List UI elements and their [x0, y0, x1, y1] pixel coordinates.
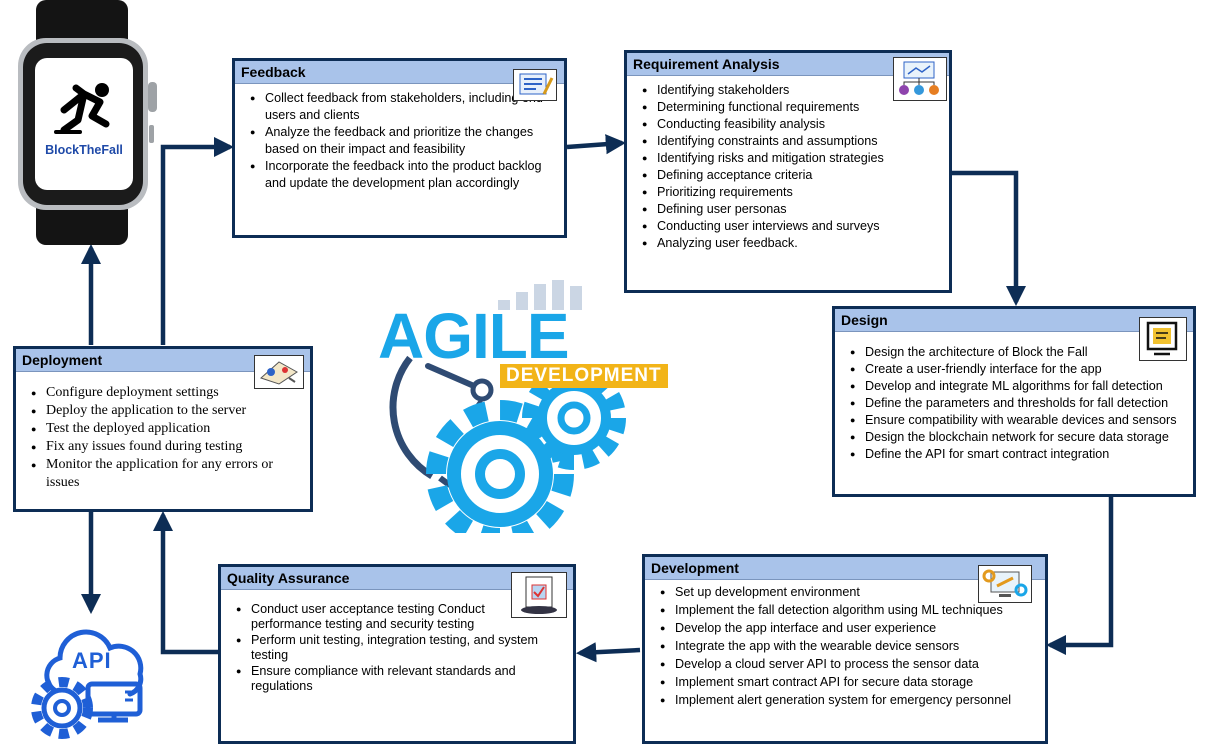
requirement-list: Identifying stakeholders Determining fun…: [627, 82, 949, 252]
deployment-list: Configure deployment settings Deploy the…: [16, 384, 310, 492]
gear-icon: [522, 366, 626, 470]
api-label: API: [72, 648, 112, 673]
requirement-analysis-box: Requirement Analysis Identifying stakeho…: [624, 50, 952, 293]
arrow-development-to-qa: [575, 642, 641, 663]
list-item: Configure deployment settings: [16, 384, 300, 402]
watch-app-name: BlockTheFall: [45, 143, 123, 157]
list-item: Create a user-friendly interface for the…: [835, 361, 1183, 378]
design-title: Design: [835, 309, 1193, 332]
requirements-diagram-icon: [893, 57, 947, 101]
list-item: Ensure compliance with relevant standard…: [221, 664, 563, 694]
arrow-requirement-to-design: [950, 170, 1027, 307]
list-item: Determining functional requirements: [627, 99, 939, 116]
list-item: Monitor the application for any errors o…: [16, 456, 300, 492]
agile-title: AGILE: [378, 300, 570, 372]
list-item: Implement the fall detection algorithm u…: [645, 601, 1035, 619]
agile-graphic: AGILE DEVELOPMENT: [370, 278, 710, 533]
quality-assurance-icon: [511, 572, 567, 618]
deployment-box: Deployment Configure deployment settings…: [13, 346, 313, 512]
list-item: Ensure compatibility with wearable devic…: [835, 412, 1183, 429]
agile-subtitle: DEVELOPMENT: [500, 364, 668, 388]
list-item: Identifying stakeholders: [627, 82, 939, 99]
feedback-title: Feedback: [235, 61, 564, 84]
gear-icon: [426, 400, 574, 533]
list-item: Develop the app interface and user exper…: [645, 619, 1035, 637]
list-item: Design the architecture of Block the Fal…: [835, 344, 1183, 361]
list-item: Defining acceptance criteria: [627, 167, 939, 184]
feedback-list: Collect feedback from stakeholders, incl…: [235, 90, 564, 192]
list-item: Identifying risks and mitigation strateg…: [627, 150, 939, 167]
list-item: Prioritizing requirements: [627, 184, 939, 201]
list-item: Conducting user interviews and surveys: [627, 218, 939, 235]
arrow-design-to-development: [1045, 497, 1114, 656]
list-item: Analyze the feedback and prioritize the …: [235, 124, 554, 158]
feedback-form-icon: [513, 69, 557, 101]
list-item: Defining user personas: [627, 201, 939, 218]
design-box: Design Design the architecture of Block …: [832, 306, 1196, 497]
api-cloud-icon: API: [30, 622, 154, 740]
deployment-title: Deployment: [16, 349, 310, 372]
design-list: Design the architecture of Block the Fal…: [835, 344, 1193, 463]
list-item: Implement smart contract API for secure …: [645, 673, 1035, 691]
qa-list: Conduct user acceptance testing Conduct …: [221, 602, 573, 694]
falling-person-icon: [54, 83, 110, 134]
list-item: Conducting feasibility analysis: [627, 116, 939, 133]
development-title: Development: [645, 557, 1045, 580]
deployment-icon: [254, 355, 304, 389]
list-item: Set up development environment: [645, 583, 1035, 601]
list-item: Conduct user acceptance testing Conduct …: [221, 602, 563, 632]
list-item: Develop and integrate ML algorithms for …: [835, 378, 1183, 395]
arrow-deployment-to-feedback: [160, 136, 235, 345]
list-item: Identifying constraints and assumptions: [627, 133, 939, 150]
list-item: Test the deployed application: [16, 420, 300, 438]
feedback-box: Feedback Collect feedback from stakehold…: [232, 58, 567, 238]
smartwatch: BlockTheFall: [14, 0, 164, 245]
list-item: Implement alert generation system for em…: [645, 691, 1035, 709]
watch-icon: [18, 0, 157, 245]
list-item: Develop a cloud server API to process th…: [645, 655, 1035, 673]
list-item: Design the blockchain network for secure…: [835, 429, 1183, 446]
list-item: Define the API for smart contract integr…: [835, 446, 1183, 463]
list-item: Analyzing user feedback.: [627, 235, 939, 252]
arrow-qa-to-deployment: [152, 510, 218, 655]
design-doc-icon: [1139, 317, 1187, 361]
development-tools-icon: [978, 565, 1032, 603]
list-item: Deploy the application to the server: [16, 402, 300, 420]
list-item: Integrate the app with the wearable devi…: [645, 637, 1035, 655]
list-item: Fix any issues found during testing: [16, 438, 300, 456]
development-box: Development Set up development environme…: [642, 554, 1048, 744]
list-item: Incorporate the feedback into the produc…: [235, 158, 554, 192]
quality-assurance-title: Quality Assurance: [221, 567, 573, 590]
agile-art: [389, 280, 626, 533]
list-item: Perform unit testing, integration testin…: [221, 633, 563, 663]
arrow-feedback-to-requirement: [566, 134, 627, 155]
quality-assurance-box: Quality Assurance Conduct user acceptanc…: [218, 564, 576, 744]
development-list: Set up development environment Implement…: [645, 583, 1045, 709]
requirement-analysis-title: Requirement Analysis: [627, 53, 949, 76]
list-item: Define the parameters and thresholds for…: [835, 395, 1183, 412]
list-item: Collect feedback from stakeholders, incl…: [235, 90, 554, 124]
